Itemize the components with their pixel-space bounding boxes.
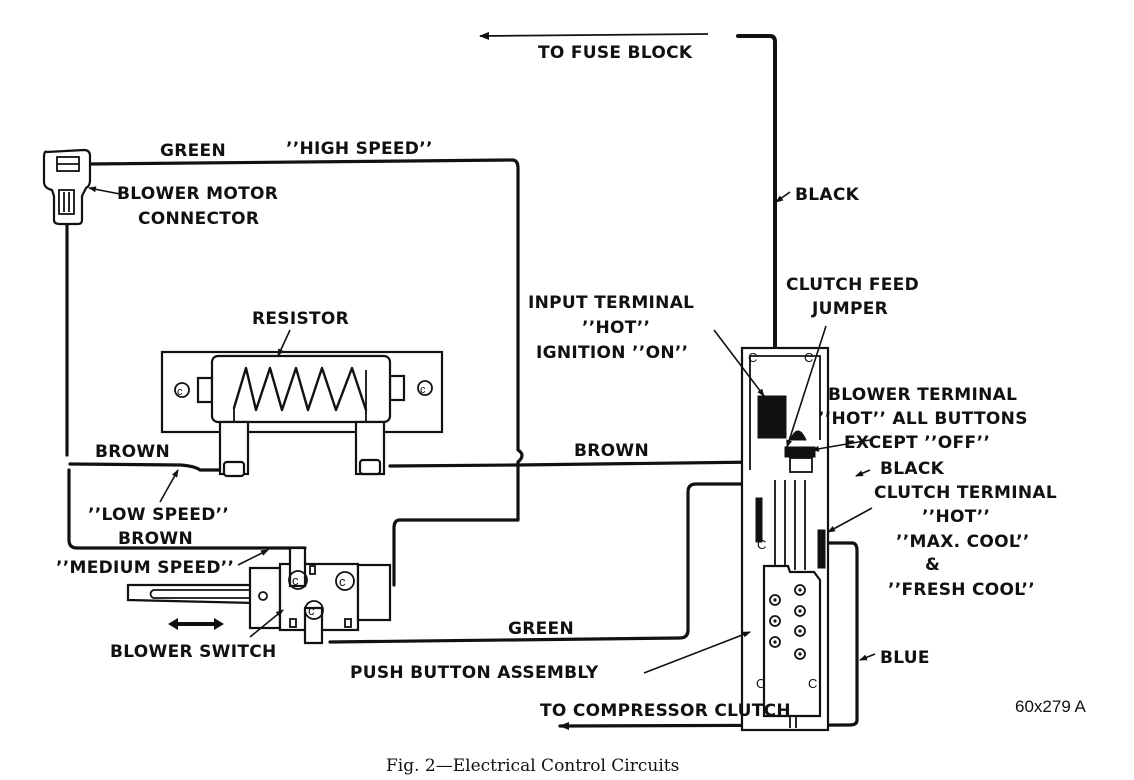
clutch-terminal-label-5: ’’FRESH COOL’’ — [888, 580, 1035, 600]
blue-pointer — [859, 653, 876, 661]
svg-text:C: C — [756, 676, 765, 691]
clutch-feed-jumper-pointer — [786, 325, 827, 448]
medium-speed-pointer — [237, 549, 269, 566]
input-terminal-label-2: ’’HOT’’ — [582, 318, 650, 338]
blower-switch-pointer — [249, 609, 284, 638]
clutch-terminal-label-3: ’’MAX. COOL’’ — [896, 532, 1030, 552]
black-top-pointer — [775, 191, 791, 203]
svg-text:c: c — [420, 384, 426, 396]
blower-terminal-pointer — [811, 439, 871, 452]
green-bottom-wire — [328, 468, 782, 644]
svg-text:c: c — [308, 603, 315, 618]
clutch-feed-jumper-label-1: CLUTCH FEED — [786, 275, 919, 295]
input-terminal-label-1: INPUT TERMINAL — [528, 293, 694, 313]
blower-terminal-label-3: EXCEPT ’’OFF’’ — [844, 433, 990, 453]
black-feed-wire — [736, 34, 777, 402]
blower-motor-connector-label-2: CONNECTOR — [138, 209, 259, 229]
blower-terminal-label-2: ’’HOT’’ ALL BUTTONS — [818, 409, 1028, 429]
low-speed-pointer — [159, 469, 179, 503]
brown-medium-speed-wire — [67, 468, 307, 550]
svg-text:C: C — [748, 350, 757, 365]
resistor-label: RESISTOR — [252, 309, 349, 329]
clutch-feed-jumper-label-2: JUMPER — [811, 299, 888, 319]
black-mid-pointer — [855, 469, 871, 477]
high-speed-label: ’’HIGH SPEED’’ — [286, 139, 433, 159]
connector-pointer — [88, 186, 121, 195]
push-button-assembly-label: PUSH BUTTON ASSEMBLY — [350, 663, 599, 683]
brown-left-label: BROWN — [95, 442, 170, 462]
svg-text:c: c — [177, 386, 183, 398]
low-speed-label: ’’LOW SPEED’’ — [88, 505, 229, 525]
black-mid-label: BLACK — [880, 459, 945, 479]
svg-text:c: c — [339, 574, 346, 589]
blower-terminal-label-1: BLOWER TERMINAL — [828, 385, 1017, 405]
blue-clutch-wire — [558, 541, 859, 730]
svg-text:C: C — [804, 350, 813, 365]
green-top-label: GREEN — [160, 141, 226, 161]
input-terminal-pointer — [713, 329, 765, 397]
fuse-block-arrow-line — [479, 31, 709, 40]
black-top-label: BLACK — [795, 185, 860, 205]
green-bottom-label: GREEN — [508, 619, 574, 639]
input-terminal-label-3: IGNITION ’’ON’’ — [536, 343, 688, 363]
blower-switch-label: BLOWER SWITCH — [110, 642, 277, 662]
green-high-speed-wire — [86, 158, 524, 587]
slide-direction-double-arrow-icon — [168, 618, 224, 630]
figure-caption: Fig. 2—Electrical Control Circuits — [386, 756, 679, 776]
blue-label: BLUE — [880, 648, 930, 668]
svg-text:C: C — [808, 676, 817, 691]
clutch-terminal-label-1: CLUTCH TERMINAL — [874, 483, 1057, 503]
brown-low-speed-wire — [68, 462, 242, 472]
to-fuse-block-label: TO FUSE BLOCK — [538, 43, 693, 63]
clutch-terminal-label-2: ’’HOT’’ — [922, 507, 990, 527]
medium-speed-label: ’’MEDIUM SPEED’’ — [56, 558, 234, 578]
brown-middle-label: BROWN — [574, 441, 649, 461]
svg-text:c: c — [292, 573, 299, 588]
clutch-terminal-label-4: & — [925, 555, 940, 575]
blower-motor-connector-label-1: BLOWER MOTOR — [117, 184, 278, 204]
brown-lower-label: BROWN — [118, 529, 193, 549]
push-button-assembly[interactable]: C C C C C — [740, 346, 830, 732]
figure-reference-code: 60x279 A — [1015, 697, 1087, 716]
resistor[interactable]: c c — [160, 350, 444, 478]
push-button-pointer — [643, 631, 751, 674]
blower-switch[interactable]: c c c — [126, 546, 392, 645]
svg-text:C: C — [757, 537, 766, 552]
to-compressor-clutch-label: TO COMPRESSOR CLUTCH — [540, 701, 791, 721]
blower-motor-connector[interactable] — [42, 148, 92, 226]
clutch-terminal-pointer — [827, 507, 873, 533]
resistor-pointer — [277, 329, 291, 357]
